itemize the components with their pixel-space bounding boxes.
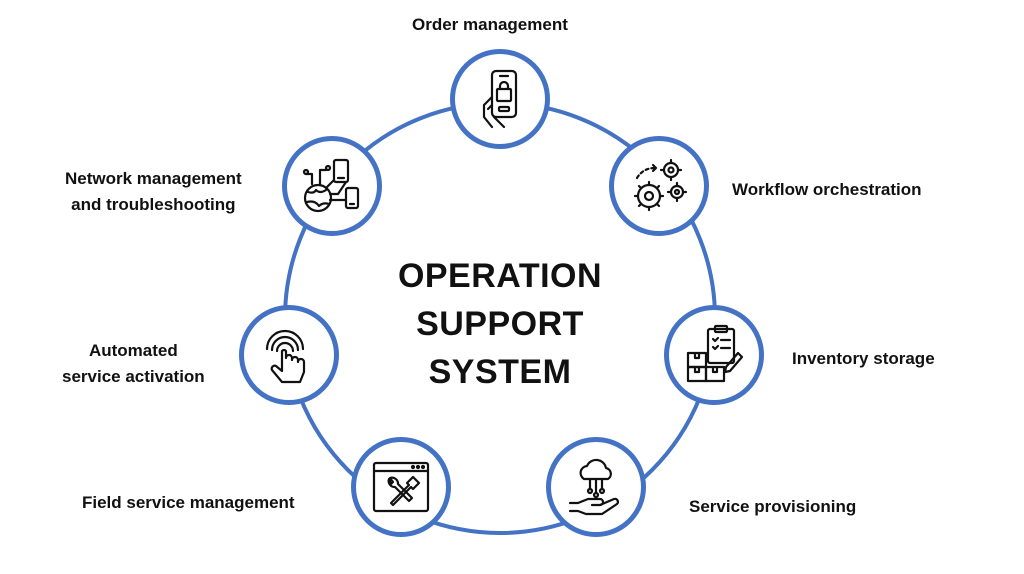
node-network-management — [282, 136, 382, 236]
label-order-management: Order management — [412, 12, 568, 38]
globe-network-devices-icon — [302, 158, 360, 213]
label-line: Field service management — [82, 493, 295, 512]
label-line: Automated — [88, 341, 178, 360]
node-field-service-management — [351, 437, 451, 537]
center-title: OPERATION SUPPORT SYSTEM — [380, 252, 620, 396]
label-line: service activation — [62, 367, 205, 386]
label-service-provisioning: Service provisioning — [689, 494, 856, 520]
label-line: Service provisioning — [689, 497, 857, 516]
label-automated-service-activation: Automated service activation — [62, 338, 205, 390]
node-order-management — [450, 49, 550, 149]
center-title-line-3: SYSTEM — [428, 353, 572, 391]
browser-tools-icon — [372, 461, 430, 513]
label-network-management: Network management and troubleshooting — [65, 166, 242, 218]
node-automated-service-activation — [239, 305, 339, 405]
center-title-line-2: SUPPORT — [416, 305, 584, 343]
label-line: Inventory storage — [792, 349, 935, 368]
phone-shopping-bag-icon — [482, 69, 518, 129]
clipboard-boxes-icon — [686, 324, 744, 383]
label-line: Workflow orchestration — [732, 180, 922, 199]
label-line: Network management — [65, 169, 242, 188]
node-workflow-orchestration — [609, 136, 709, 236]
label-inventory-storage: Inventory storage — [792, 346, 935, 372]
node-service-provisioning — [546, 437, 646, 537]
touch-fingerprint-icon — [265, 329, 306, 384]
label-workflow-orchestration: Workflow orchestration — [732, 177, 922, 203]
center-title-line-1: OPERATION — [397, 257, 603, 295]
node-inventory-storage — [664, 305, 764, 405]
gears-workflow-icon — [633, 158, 688, 212]
label-field-service-management: Field service management — [82, 490, 295, 516]
label-line: Order management — [412, 15, 568, 34]
cloud-hand-icon — [568, 458, 619, 516]
label-line: and troubleshooting — [71, 195, 236, 214]
